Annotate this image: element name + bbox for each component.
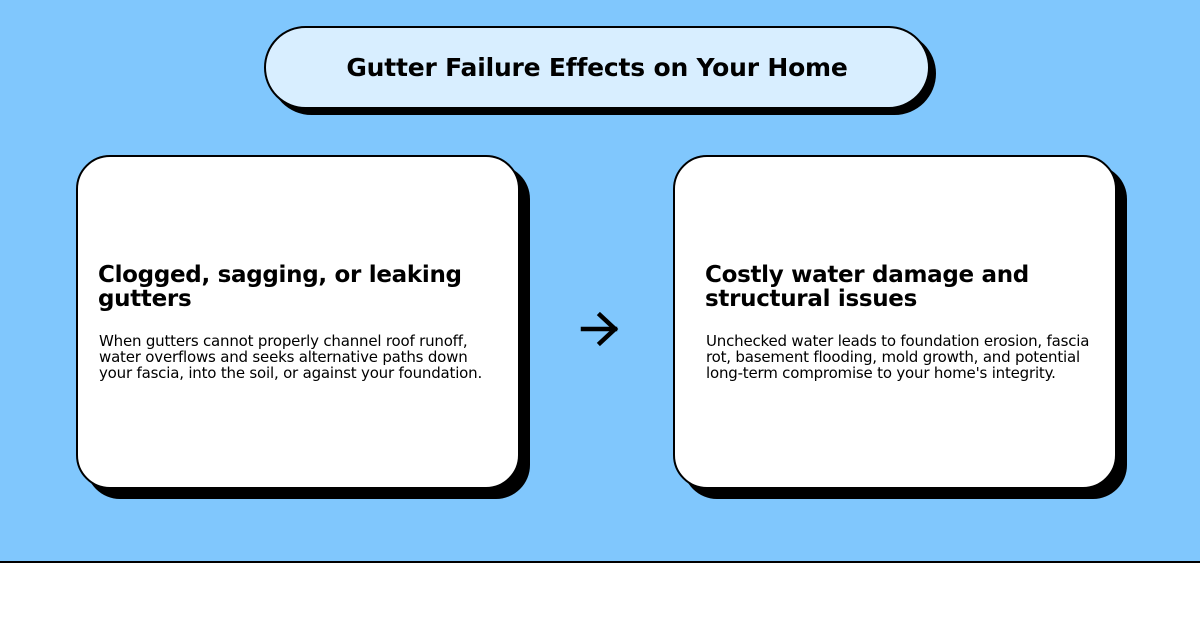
effect-description: Unchecked water leads to foundation eros… xyxy=(706,332,1090,382)
arrow-right-icon xyxy=(580,311,619,347)
page-footer-blank xyxy=(0,565,1200,630)
effect-heading: Costly water damage and structural issue… xyxy=(705,262,1029,312)
diagram-canvas: Gutter Failure Effects on Your Home Clog… xyxy=(0,0,1200,563)
effect-card: Costly water damage and structural issue… xyxy=(673,155,1117,489)
cause-heading: Clogged, sagging, or leaking gutters xyxy=(98,262,462,312)
title-pill: Gutter Failure Effects on Your Home xyxy=(264,26,930,109)
diagram-title: Gutter Failure Effects on Your Home xyxy=(346,53,848,82)
cause-description: When gutters cannot properly channel roo… xyxy=(99,332,483,382)
cause-card: Clogged, sagging, or leaking gutters Whe… xyxy=(76,155,520,489)
